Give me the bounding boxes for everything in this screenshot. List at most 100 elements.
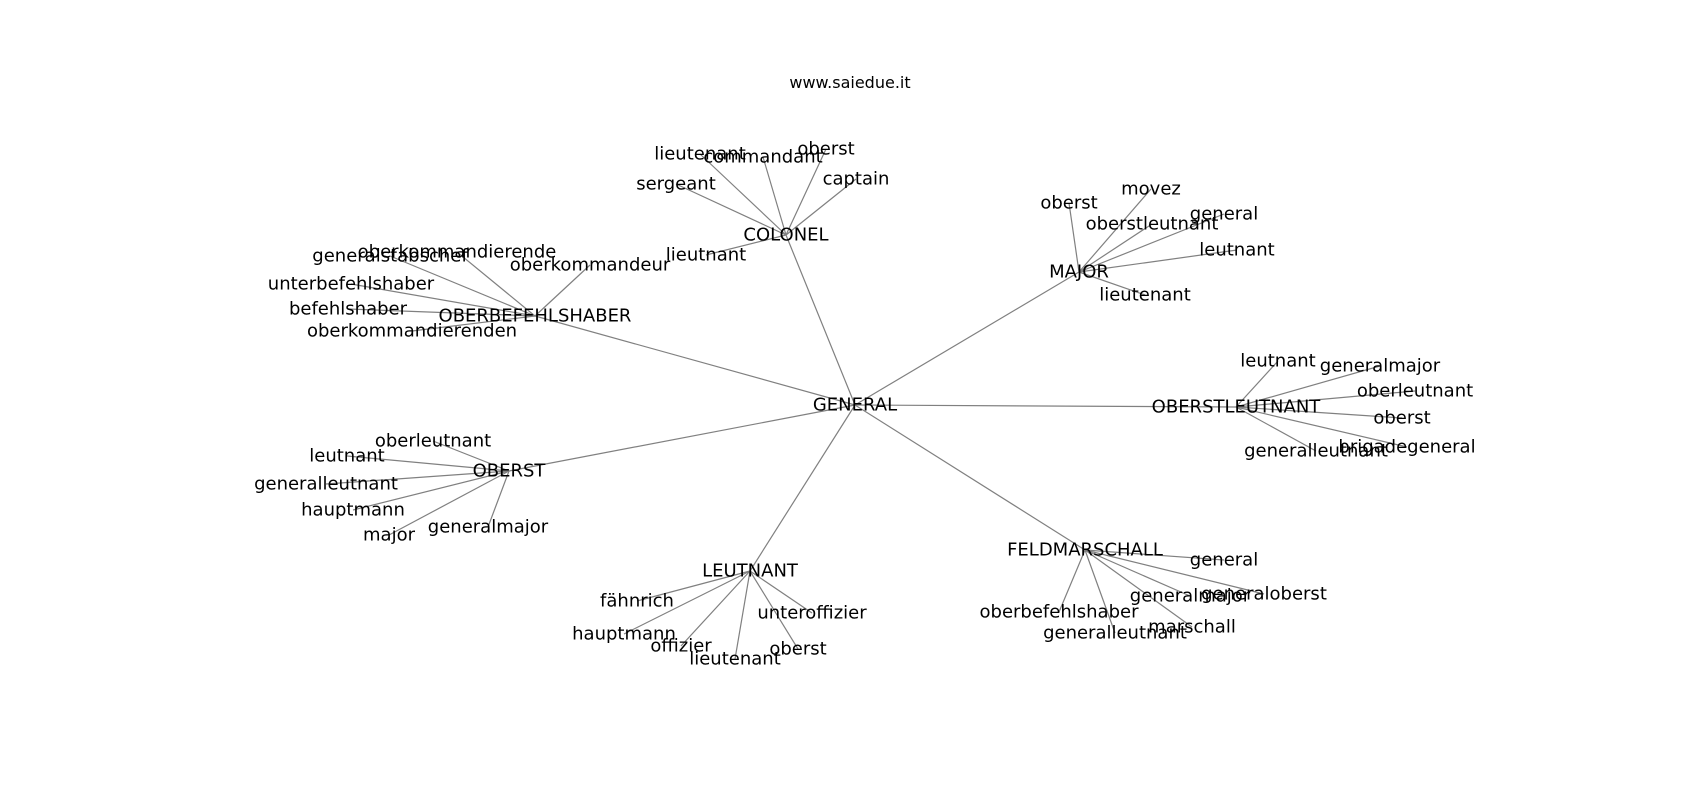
edge-hub-leaf (1084, 549, 1193, 628)
leaf-node-label: lieutnant (666, 245, 746, 266)
leaf-node-label: generalleutnant (1244, 441, 1388, 462)
leaf-node-label: general (1190, 204, 1258, 225)
leaf-node-label: oberleutnant (375, 431, 491, 452)
edges (325, 148, 1416, 660)
edge-hub-leaf (325, 470, 510, 485)
edge-hub-leaf (1078, 271, 1146, 296)
graph-title: www.saiedue.it (789, 73, 910, 92)
edge-hub-leaf (699, 153, 787, 236)
leaf-node-label: generalleutnant (1043, 623, 1187, 644)
leaf-node-label: captain (823, 169, 890, 190)
leaf-node-label: lieutenant (1099, 285, 1191, 306)
edge-hub-leaf (1068, 202, 1080, 273)
edge-hub-leaf (1078, 249, 1238, 273)
edge-hub-leaf (749, 570, 813, 614)
leaf-node-label: sergeant (636, 174, 716, 195)
leaf-node-label: generalstabschef (312, 246, 468, 267)
leaf-node-label: generalmajor (428, 517, 549, 538)
edge-hub-leaf (346, 455, 510, 472)
leaf-node-label: generalmajor (1320, 356, 1441, 377)
edge-center-hub (534, 315, 856, 406)
edge-hub-leaf (1078, 213, 1225, 273)
leaf-node-label: unteroffizier (757, 603, 867, 624)
leaf-node-label: oberkommandierende (358, 242, 557, 263)
edge-hub-leaf (352, 470, 510, 511)
leaf-node-label: oberkommandeur (510, 255, 671, 276)
leaf-node-label: generaloberst (1201, 584, 1327, 605)
edge-hub-leaf (350, 283, 536, 317)
leaf-node-label: unterbefehlshaber (268, 274, 435, 295)
edge-hub-leaf (534, 264, 591, 317)
leaf-node-label: leutnant (309, 446, 384, 467)
edge-hub-leaf (1235, 365, 1381, 408)
leaf-node-label: marschall (1148, 617, 1236, 638)
leaf-node-label: lieutenant (654, 144, 746, 165)
edge-hub-leaf (680, 570, 751, 647)
edge-hub-leaf (1058, 549, 1086, 613)
edge-hub-leaf (623, 570, 751, 635)
edge-hub-leaf (1084, 549, 1265, 595)
edge-hub-leaf (749, 570, 799, 650)
edge-center-hub (854, 271, 1080, 406)
edge-hub-leaf (1084, 549, 1225, 561)
edge-center-hub (785, 234, 856, 406)
edge-hub-leaf (347, 308, 536, 317)
leaf-node-label: lieutenant (689, 649, 781, 670)
edge-hub-leaf (1235, 406, 1317, 452)
hub-node-label: MAJOR (1049, 262, 1109, 283)
hub-node-label: OBERST (473, 461, 547, 482)
edge-center-hub (854, 404, 1237, 408)
edge-hub-leaf (1084, 549, 1116, 634)
leaf-node-label: oberstleutnant (1086, 214, 1219, 235)
hub-node-label: FELDMARSCHALL (1007, 540, 1163, 561)
leaf-node-label: generalleutnant (254, 474, 398, 495)
edge-hub-leaf (1084, 549, 1191, 597)
edge-center-hub (854, 404, 1086, 551)
leaf-node-label: oberst (1373, 408, 1430, 429)
edge-hub-leaf (675, 183, 787, 236)
hub-node-label: COLONEL (743, 225, 828, 246)
node-labels: GENERALCOLONELlieutenantcommandantoberst… (254, 139, 1476, 670)
edge-hub-leaf (636, 570, 751, 602)
leaf-node-label: commandant (703, 147, 822, 168)
edge-center-hub (508, 404, 856, 472)
edge-hub-leaf (456, 251, 536, 317)
hub-node-label: OBERBEFEHLSHABER (439, 306, 632, 327)
leaf-node-label: leutnant (1240, 351, 1315, 372)
edge-hub-leaf (1078, 188, 1152, 273)
edge-hub-leaf (1235, 406, 1403, 419)
leaf-node-label: oberst (1040, 193, 1097, 214)
edge-hub-leaf (388, 470, 510, 536)
hub-node-label: OBERSTLEUTNANT (1152, 397, 1322, 418)
edge-hub-leaf (734, 570, 751, 660)
leaf-node-label: movez (1121, 179, 1181, 200)
leaf-node-label: hauptmann (301, 500, 405, 521)
leaf-node-label: offizier (650, 636, 712, 657)
leaf-node-label: brigadegeneral (1338, 437, 1475, 458)
edge-hub-leaf (705, 234, 787, 256)
leaf-node-label: generalmajor (1130, 586, 1251, 607)
edge-hub-leaf (1235, 406, 1408, 448)
edge-hub-leaf (487, 470, 510, 528)
leaf-node-label: hauptmann (572, 624, 676, 645)
edge-hub-leaf (432, 440, 510, 472)
edge-center-hub (749, 404, 856, 572)
edge-hub-leaf (1235, 360, 1279, 408)
leaf-node-label: oberbefehlshaber (980, 602, 1140, 623)
hub-node-label: LEUTNANT (702, 561, 799, 582)
edge-hub-leaf (785, 148, 827, 236)
leaf-node-label: oberleutnant (1357, 381, 1473, 402)
edge-hub-leaf (785, 178, 857, 236)
leaf-node-label: oberkommandierenden (307, 321, 517, 342)
edge-hub-leaf (411, 315, 536, 332)
leaf-node-label: major (363, 525, 416, 546)
edge-hub-leaf (762, 156, 787, 236)
edge-hub-leaf (389, 255, 536, 317)
leaf-node-label: fähnrich (600, 591, 674, 612)
leaf-node-label: befehlshaber (289, 299, 408, 320)
leaf-node-label: leutnant (1199, 240, 1274, 261)
edge-hub-leaf (1235, 390, 1416, 408)
edge-hub-leaf (1078, 223, 1153, 273)
leaf-node-label: oberst (797, 139, 854, 160)
